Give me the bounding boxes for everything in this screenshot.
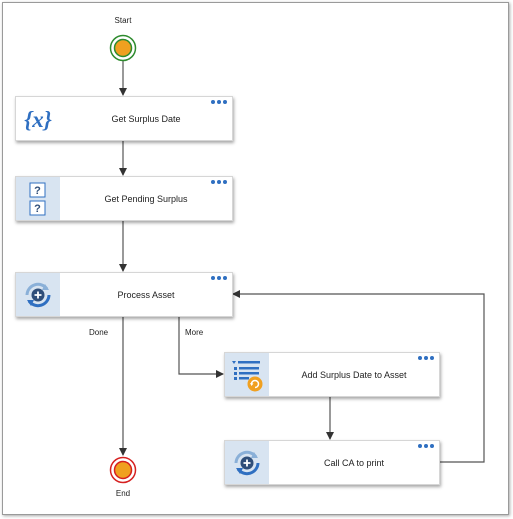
edge-label-more: More — [185, 328, 204, 337]
question-icon: ? ? — [16, 177, 60, 220]
activity-menu-button[interactable] — [211, 100, 227, 104]
svg-text:?: ? — [34, 203, 41, 215]
svg-text:?: ? — [34, 185, 41, 197]
activity-label: Get Pending Surplus — [104, 193, 188, 204]
start-event-icon — [109, 34, 137, 62]
variable-icon: {x} — [16, 97, 60, 140]
edge-loop-back — [232, 290, 485, 463]
activity-get-surplus-date[interactable]: {x} Get Surplus Date — [15, 96, 233, 141]
loop-icon — [225, 441, 269, 484]
start-label: Start — [114, 16, 132, 25]
workflow-canvas: Start {x} Get Surplus Date ? ? Get Pendi… — [2, 2, 509, 515]
activity-label: Get Surplus Date — [111, 113, 181, 124]
activity-process-asset[interactable]: Process Asset — [15, 272, 233, 317]
activity-menu-button[interactable] — [418, 444, 434, 448]
loop-icon — [16, 273, 60, 316]
activity-add-surplus-date-to-asset[interactable]: Add Surplus Date to Asset — [224, 352, 440, 397]
activity-label: Call CA to print — [323, 457, 385, 468]
activity-menu-button[interactable] — [418, 356, 434, 360]
edge-more — [178, 317, 224, 378]
end-event[interactable] — [109, 456, 137, 484]
activity-menu-button[interactable] — [211, 276, 227, 280]
list-update-icon — [225, 353, 269, 396]
activity-get-pending-surplus[interactable]: ? ? Get Pending Surplus — [15, 176, 233, 221]
activity-call-ca-to-print[interactable]: Call CA to print — [224, 440, 440, 485]
activity-label: Process Asset — [117, 289, 175, 300]
activity-label: Add Surplus Date to Asset — [301, 369, 407, 380]
activity-menu-button[interactable] — [211, 180, 227, 184]
start-event[interactable] — [109, 34, 137, 62]
end-event-icon — [109, 456, 137, 484]
end-label: End — [115, 489, 131, 498]
connectors — [119, 59, 485, 463]
svg-text:{x}: {x} — [24, 107, 52, 132]
edge-label-done: Done — [89, 328, 109, 337]
